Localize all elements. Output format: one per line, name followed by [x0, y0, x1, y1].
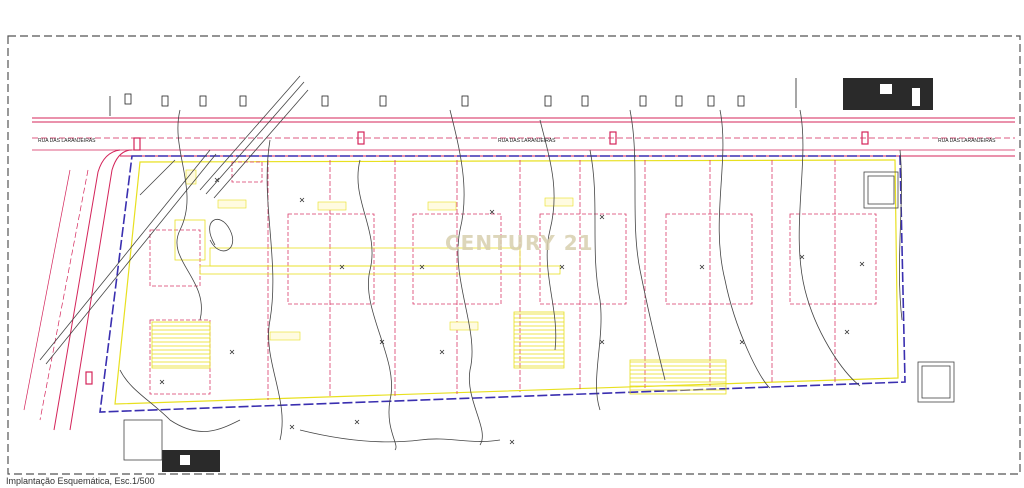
existing-buildings	[162, 78, 933, 472]
street-label-left: RUA DAS LARANJEIRAS	[38, 138, 96, 144]
slanted-lines	[39, 75, 309, 365]
yellow-service-line	[114, 159, 899, 405]
street-label-center: RUA DAS LARANJEIRAS	[498, 138, 556, 144]
road-left	[23, 149, 133, 431]
survey-points	[159, 177, 865, 445]
hatched-areas	[151, 219, 727, 395]
yellow-tags	[185, 169, 574, 341]
watermark-text: CENTURY 21	[445, 231, 594, 255]
corner-symbols	[123, 171, 955, 461]
terrain-contours	[119, 109, 903, 451]
top-structures	[109, 78, 797, 116]
drawing-caption: Implantação Esquemática, Esc.1/500	[6, 476, 155, 486]
lot-dividers	[267, 160, 836, 400]
drawing-frame	[7, 35, 1021, 475]
property-boundary	[99, 155, 906, 413]
road-markers	[85, 131, 869, 385]
building-footprints	[149, 161, 877, 395]
street-label-right: RUA DAS LARANJEIRAS	[938, 138, 996, 144]
